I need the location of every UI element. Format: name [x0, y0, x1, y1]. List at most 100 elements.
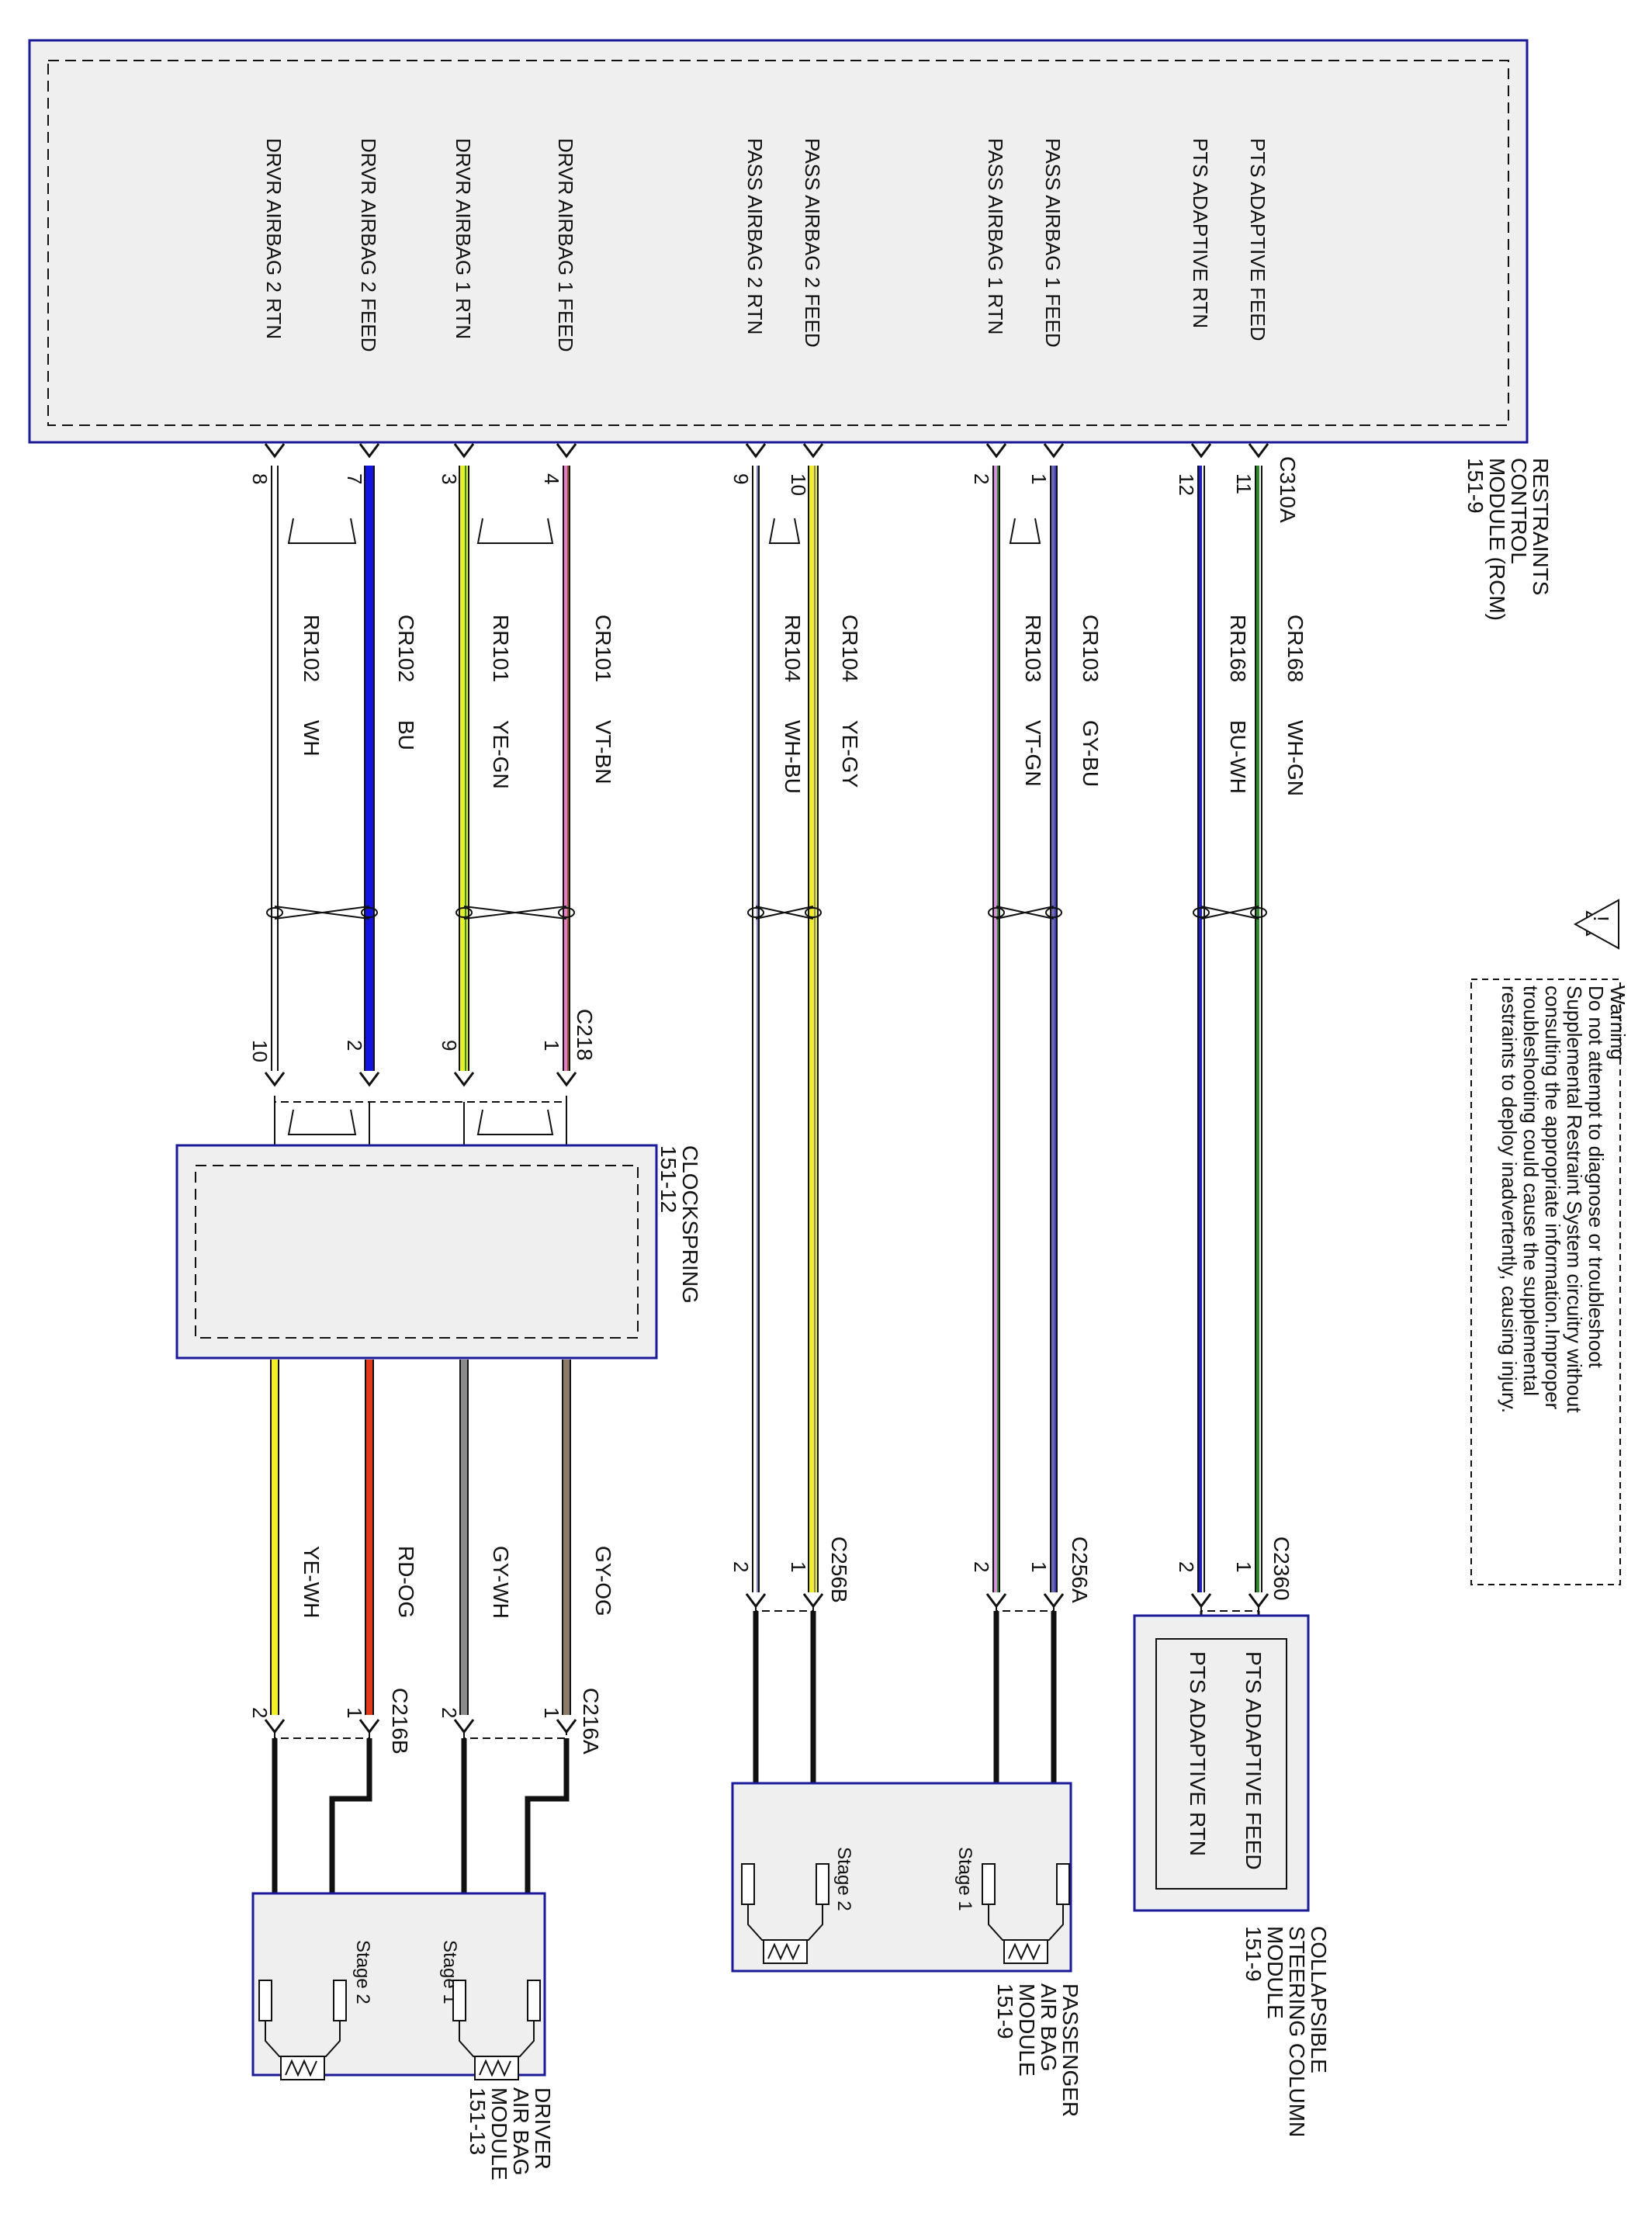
steering-name-line: 151-9	[1242, 1926, 1266, 1982]
rcm-name-line: CONTROL	[1507, 458, 1531, 564]
rcm-pin-label: PASS AIRBAG 2 FEED	[801, 138, 824, 348]
circuit-color-code: BU-WH	[1226, 720, 1250, 794]
rcm-pin-label: DRVR AIRBAG 1 RTN	[452, 138, 475, 339]
rcm-pin-number: 11	[1232, 473, 1255, 494]
steering-name-line: COLLAPSIBLE	[1307, 1926, 1331, 2073]
driver-name-line: DRIVER	[531, 2087, 555, 2170]
passenger-name-line: PASSENGER	[1058, 1983, 1082, 2117]
rcm-pin-label: PASS AIRBAG 1 RTN	[984, 138, 1007, 334]
rcm-pin-label: PASS AIRBAG 2 RTN	[743, 138, 767, 334]
connector-c216a: C216A	[579, 1688, 603, 1755]
driver-airbag-module	[251, 1892, 546, 2077]
circuit-color-code: YE-GY	[838, 720, 862, 788]
rcm-pin-label: PASS AIRBAG 1 FEED	[1041, 138, 1065, 348]
circuit-color-code: GY-BU	[1079, 720, 1103, 787]
connector-pin-number: 2	[438, 1707, 461, 1718]
rcm-pin-label: DRVR AIRBAG 1 FEED	[554, 138, 577, 352]
circuit-id: RR103	[1021, 615, 1045, 682]
squib-icon	[982, 1863, 1070, 1964]
driver-wire-rd-og: RD-OG1	[343, 1360, 418, 1734]
squib-icons	[258, 1863, 1070, 2080]
squib-icon	[258, 1980, 347, 2080]
twisted-pair-marker	[755, 906, 814, 920]
connector-pin-number: 1	[787, 1561, 810, 1572]
rcm-label: RESTRAINTS CONTROL MODULE (RCM) 151-9	[1463, 458, 1553, 621]
rcm-pin-label: PTS ADAPTIVE FEED	[1246, 138, 1269, 341]
driver-wire-color-code: GY-OG	[591, 1546, 615, 1616]
connector-pin-number: 2	[1175, 1561, 1198, 1572]
circuit-id: CR101	[591, 615, 615, 682]
connector-pin-number: 2	[729, 1561, 753, 1572]
connector-pin-number: 1	[1232, 1561, 1255, 1572]
rcm-pin-number: 10	[787, 473, 810, 496]
twisted-pair-marker	[463, 906, 567, 920]
circuit-color-code: WH-GN	[1283, 720, 1307, 796]
circuit-color-code: WH	[300, 720, 324, 757]
shorting-bar	[287, 518, 357, 544]
rcm-pin-labels: PTS ADAPTIVE FEED PTS ADAPTIVE RTN PASS AI…	[262, 138, 1269, 352]
connector-c2360: C2360	[1269, 1536, 1294, 1601]
connector-pin-number: 9	[438, 1040, 461, 1051]
warning-line: restraints to deploy inadvertently, caus…	[1498, 986, 1521, 1413]
connector-c256b: C256B	[827, 1536, 851, 1603]
warning-line: troubleshooting could cause the suppleme…	[1519, 986, 1543, 1396]
twisted-pair-marker	[996, 906, 1055, 920]
circuit-id: RR104	[781, 615, 805, 682]
driver-wire-color-code: RD-OG	[394, 1546, 418, 1618]
steering-column-module	[1133, 1614, 1310, 1912]
steering-name-line: MODULE	[1263, 1926, 1287, 2019]
clockspring-code: 151-12	[656, 1145, 681, 1213]
clockspring-module	[175, 1144, 658, 1360]
driver-wire-ye-wh: YE-WH2	[248, 1360, 324, 1734]
warning-line: Do not attempt to diagnose or troublesho…	[1584, 986, 1608, 1369]
driver-name-line: MODULE	[487, 2087, 511, 2181]
rcm-pin-number: 8	[248, 473, 272, 484]
rcm-name-line: 151-9	[1463, 458, 1487, 514]
circuit-id: CR168	[1283, 615, 1307, 682]
passenger-stage1: Stage 1	[954, 1847, 975, 1911]
squib-icon	[741, 1863, 829, 1964]
rcm-pin-number: 2	[970, 473, 993, 484]
connector-pin-number: 2	[970, 1561, 993, 1572]
rcm-pin-number: 1	[1027, 473, 1051, 484]
twisted-pair-marker	[274, 906, 370, 920]
warning-icon: !	[1573, 899, 1619, 950]
driver-wire-color-code: GY-WH	[489, 1546, 513, 1619]
connector-pin-number: 1	[1027, 1561, 1051, 1572]
clockspring-name: CLOCKSPRING	[678, 1145, 702, 1304]
driver-name-line: 151-13	[466, 2087, 490, 2155]
wires: 11CR168WH-GN112RR168BU-WH21CR103GY-BU12R…	[248, 443, 1307, 1987]
warning-line: Warning	[1606, 986, 1629, 1060]
connector-c310a: C310A	[1276, 456, 1300, 523]
passenger-name-line: 151-9	[993, 1983, 1017, 2039]
passenger-name-line: AIR BAG	[1037, 1983, 1061, 2072]
connector-c256a: C256A	[1068, 1536, 1092, 1603]
driver-airbag-label: DRIVER AIR BAG MODULE 151-13	[466, 2087, 555, 2181]
connector-c218: C218	[573, 1009, 597, 1061]
passenger-airbag-label: PASSENGER AIR BAG MODULE 151-9	[993, 1983, 1082, 2117]
shorting-bar	[768, 518, 801, 544]
circuit-id: RR102	[300, 615, 324, 682]
warning-line: Supplemental Restraint System circuitry …	[1563, 986, 1586, 1413]
warning-line: consulting the appropriate information.I…	[1541, 986, 1564, 1410]
circuit-color-code: YE-GN	[489, 720, 513, 789]
squib-icon	[452, 1980, 541, 2080]
rcm-pin-label: PTS ADAPTIVE RTN	[1189, 138, 1212, 328]
circuit-id: CR102	[394, 615, 418, 682]
rcm-pin-number: 7	[343, 473, 366, 484]
shorting-bar	[476, 518, 554, 544]
circuit-color-code: BU	[394, 720, 418, 750]
rcm-name-line: RESTRAINTS	[1529, 458, 1553, 595]
driver-wire-gy-og: GY-OG1	[540, 1360, 615, 1734]
shorting-bar	[1009, 518, 1041, 544]
